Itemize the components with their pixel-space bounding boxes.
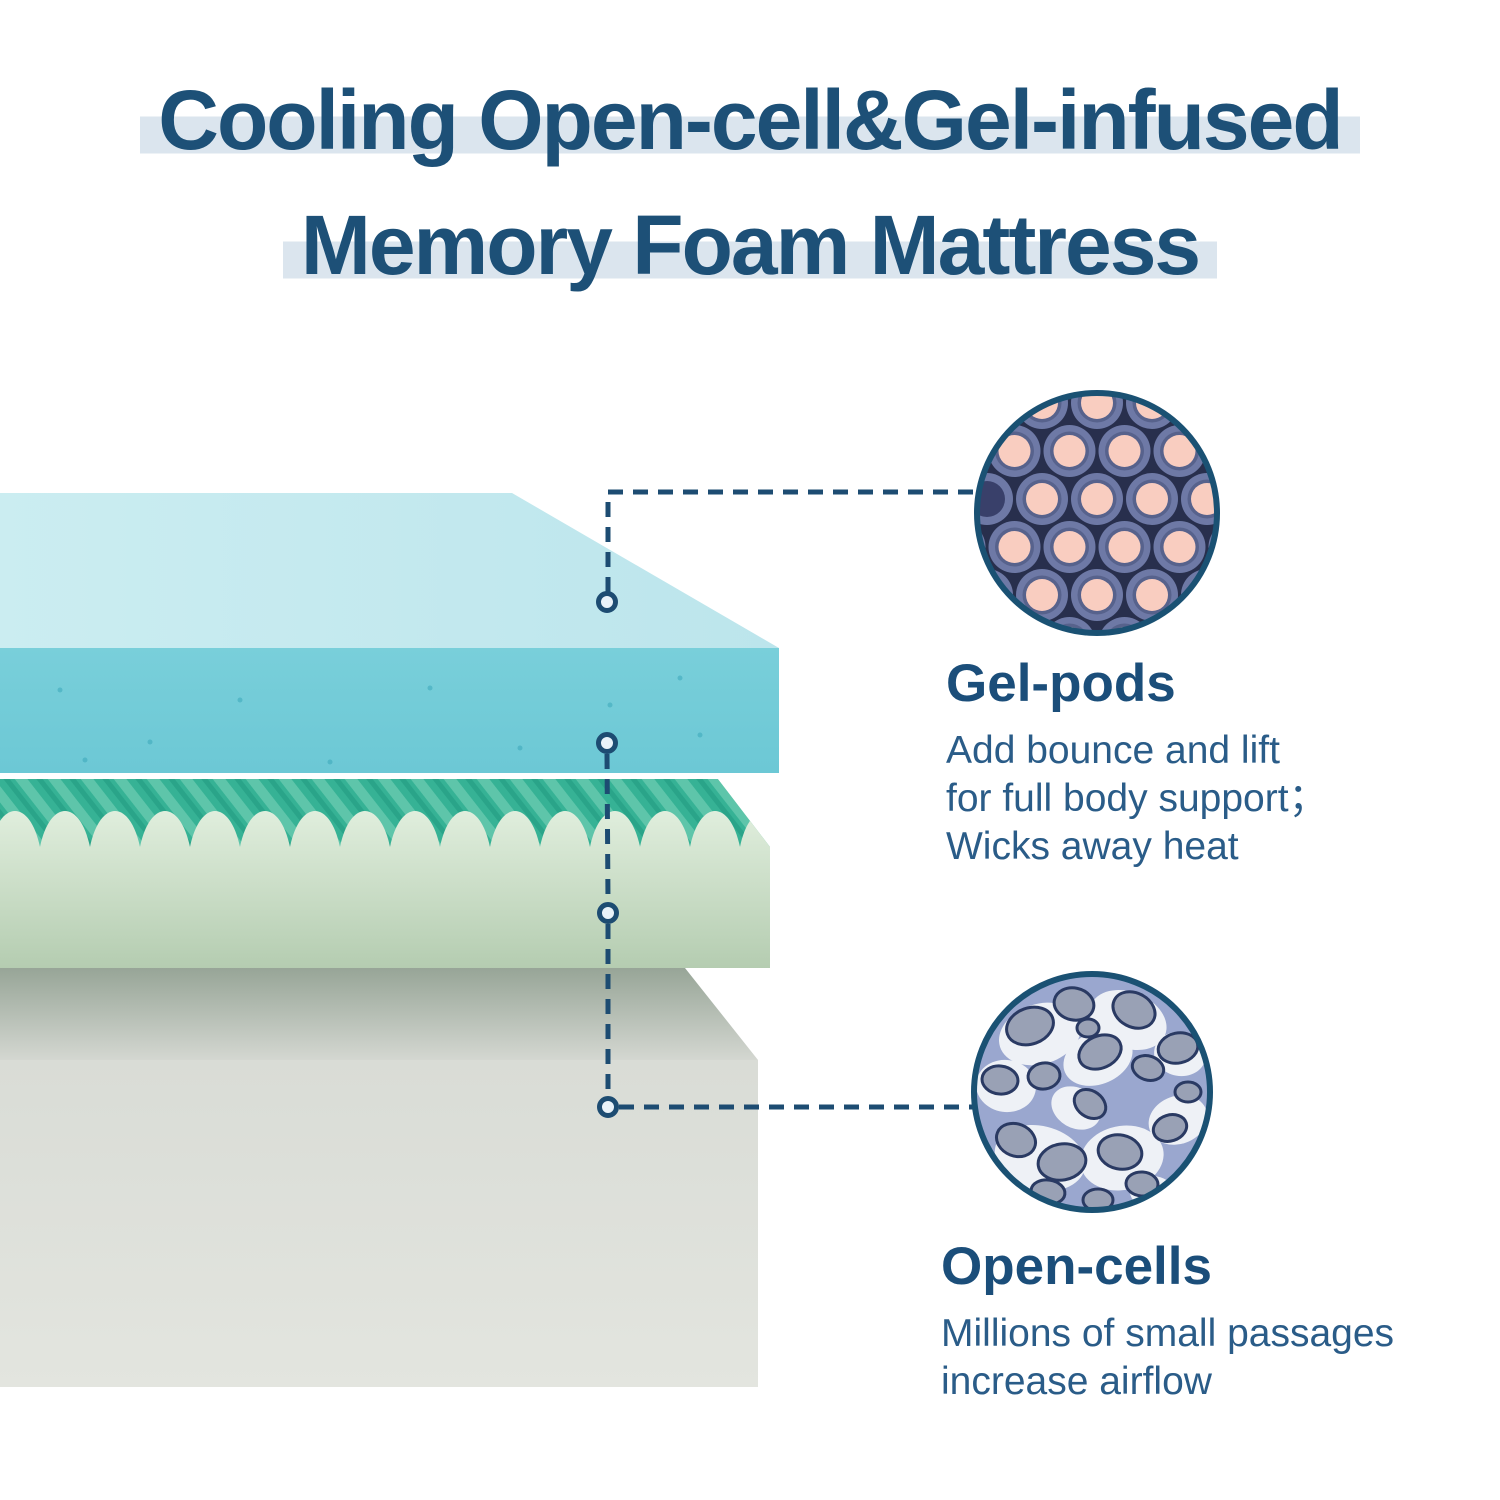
base-foam-layer: [0, 968, 758, 1387]
gel-pods-description: Add bounce and lift for full body suppor…: [946, 727, 1328, 871]
egg-crate-foam-layer: [0, 779, 770, 968]
gel-pods-icon: [974, 390, 1220, 636]
open-cells-heading: Open-cells: [941, 1237, 1212, 1296]
callout-gel-pods: Gel-pods Add bounce and lift for full bo…: [946, 654, 1328, 871]
callout-open-cells: Open-cells Millions of small passages in…: [941, 1237, 1394, 1406]
open-cells-icon: [971, 971, 1213, 1213]
page-title: Cooling Open-cell&Gel-infused Memory Foa…: [0, 76, 1500, 289]
marker-dot: [596, 732, 618, 754]
title-line-1: Cooling Open-cell&Gel-infused: [140, 76, 1360, 164]
foam-speckles: [57, 675, 703, 765]
open-cells-line-1: Millions of small passages: [941, 1312, 1395, 1356]
dashed-connector-gel: [596, 489, 977, 613]
dashed-connector-cells: [596, 732, 973, 1118]
gel-pods-line-3: Wicks away heat: [946, 825, 1239, 869]
gel-pods-line-2: for full body support；: [946, 777, 1328, 821]
open-cells-line-2: increase airflow: [941, 1360, 1212, 1404]
marker-dot: [597, 1096, 619, 1118]
gel-foam-layer: [0, 493, 779, 773]
title-line-2: Memory Foam Mattress: [282, 201, 1218, 289]
open-cells-description: Millions of small passages increase airf…: [941, 1310, 1394, 1406]
marker-dot: [596, 591, 618, 613]
gel-pods-heading: Gel-pods: [946, 654, 1176, 713]
marker-dot: [597, 902, 619, 924]
gel-pods-line-1: Add bounce and lift: [946, 729, 1280, 773]
